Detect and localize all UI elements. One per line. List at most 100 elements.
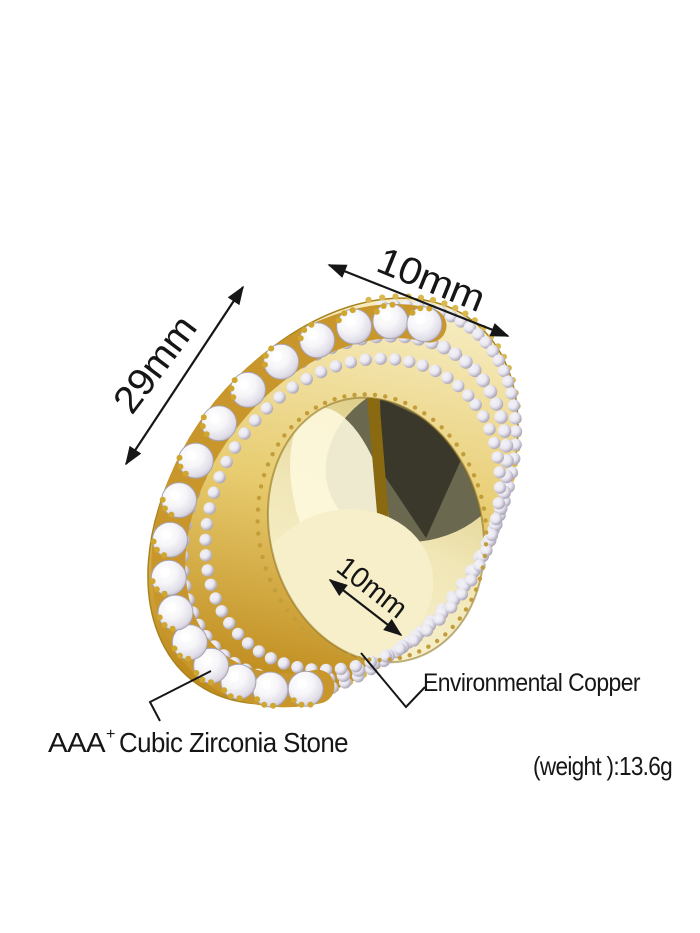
gold-bead: [417, 649, 422, 654]
gold-bead: [457, 616, 462, 621]
pave-stone: [499, 438, 514, 453]
diameter-arrow: [125, 285, 244, 466]
prong-dot: [207, 679, 214, 686]
prong-dot: [298, 701, 305, 708]
pave-stone: [334, 662, 348, 676]
pave-stone: [204, 578, 218, 591]
gold-bead: [431, 417, 436, 422]
pave-stone: [493, 481, 507, 494]
pave-stone: [416, 359, 429, 372]
pave-stone: [241, 637, 255, 650]
stone-sparkle: [161, 529, 171, 540]
material-leader-line: [360, 652, 426, 709]
gold-bead: [443, 632, 448, 637]
pave-stone: [329, 360, 343, 373]
gold-bead: [479, 494, 484, 499]
pave-stone: [286, 381, 299, 394]
pave-stone: [445, 601, 458, 614]
prong-dot: [153, 546, 160, 553]
prong-dot: [199, 676, 206, 683]
prong-dot: [177, 463, 184, 470]
pave-stone: [238, 427, 251, 440]
prong-dot: [290, 697, 297, 704]
inner-reflection-slit: [367, 396, 391, 548]
prong-dot: [335, 317, 342, 324]
gold-bead: [256, 531, 261, 536]
pave-stone: [231, 627, 245, 641]
prong-dot: [230, 394, 237, 401]
gold-bead: [270, 452, 275, 457]
prong-dot: [161, 505, 168, 512]
prong-dot: [380, 303, 387, 309]
gold-bead: [356, 655, 362, 661]
prong-dot: [307, 701, 314, 708]
pave-stone: [393, 642, 407, 656]
pave-stone: [260, 402, 274, 415]
gold-bead: [483, 518, 488, 523]
gold-bead: [332, 397, 337, 402]
prong-dot: [417, 305, 424, 312]
pave-stone: [200, 518, 214, 531]
stone-sparkle: [261, 679, 272, 690]
pave-stone: [476, 373, 491, 388]
gold-bead: [272, 588, 278, 593]
gold-bead: [289, 425, 294, 430]
gold-bead: [313, 405, 319, 410]
pave-stone: [374, 352, 387, 365]
pave-stone: [483, 384, 498, 399]
material-label: Environmental Copper: [423, 669, 640, 697]
gold-bead: [477, 576, 483, 581]
gold-bead: [372, 392, 378, 398]
stone-name-label: Cubic Zirconia Stone: [119, 727, 348, 758]
gold-bead: [450, 624, 455, 630]
pave-stone: [455, 588, 468, 601]
big-stone: [150, 559, 187, 596]
gold-bead: [463, 607, 469, 612]
pave-stone: [209, 592, 222, 605]
gold-bead: [352, 392, 357, 398]
pave-stone: [437, 340, 451, 355]
pave-stone: [291, 661, 304, 674]
pave-stone: [273, 391, 286, 404]
gold-bead: [412, 405, 418, 410]
pave-stone: [477, 410, 490, 423]
pave-stone: [492, 497, 505, 510]
pave-stone: [452, 379, 465, 393]
prong-dot: [236, 695, 243, 702]
prong-dot: [228, 385, 235, 392]
pave-stone: [223, 617, 236, 630]
pave-stone: [203, 502, 216, 515]
gold-bead: [275, 442, 281, 447]
gold-bead: [255, 519, 260, 524]
inner-hole-rim: [266, 396, 486, 664]
gold-bead: [267, 577, 273, 582]
prong-dot: [254, 696, 261, 703]
big-stone: [372, 303, 409, 340]
prong-dot: [199, 423, 206, 430]
pave-stone: [467, 363, 482, 378]
prong-dot: [349, 307, 356, 314]
prong-dot: [153, 586, 160, 593]
gold-bead: [265, 462, 271, 467]
pave-stone: [215, 605, 228, 618]
prong-dot: [161, 622, 168, 628]
prong-dot: [150, 538, 157, 545]
pave-stone: [497, 364, 511, 378]
prong-dot: [262, 352, 269, 359]
gold-bead: [403, 400, 408, 406]
prong-dot: [409, 309, 416, 316]
gold-bead: [439, 425, 444, 430]
gold-bead: [304, 411, 310, 416]
prong-dot: [169, 625, 176, 632]
pave-stone: [441, 371, 454, 384]
gold-scallop: [365, 296, 372, 303]
gold-bead: [461, 452, 466, 457]
pave-stone: [480, 544, 493, 557]
prong-dot: [168, 511, 175, 518]
pave-stone: [199, 549, 213, 562]
gold-bead: [466, 462, 472, 467]
pave-stone: [252, 645, 266, 658]
stone-sparkle: [159, 567, 170, 578]
pave-stone: [433, 613, 446, 626]
